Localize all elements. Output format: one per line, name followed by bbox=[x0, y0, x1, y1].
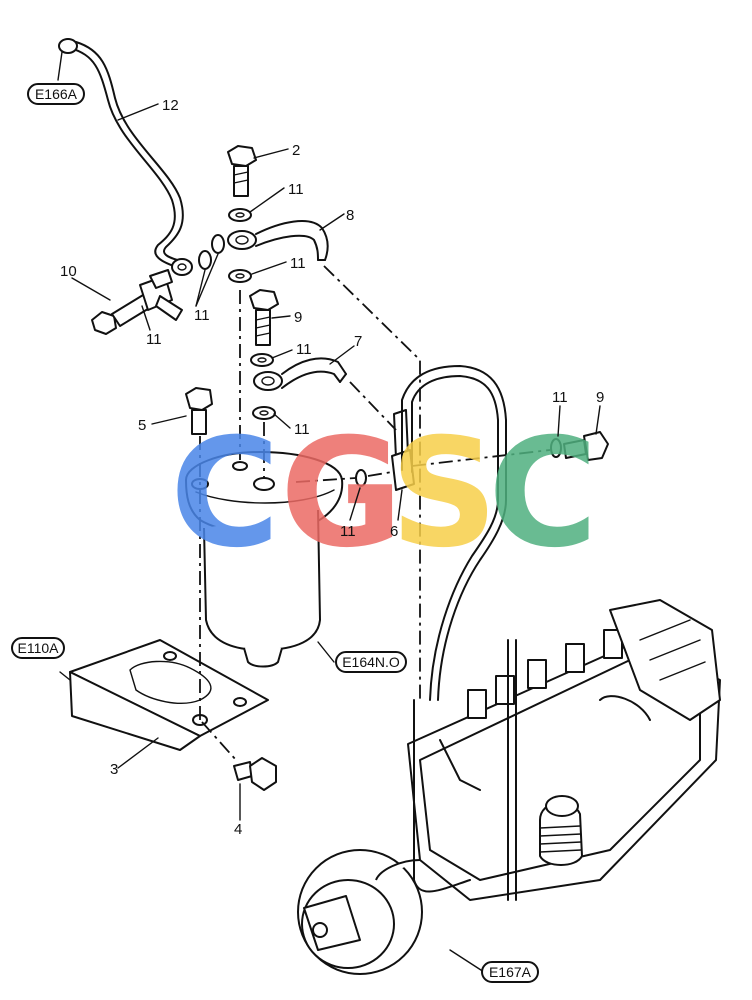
callout-11-c: 11 bbox=[146, 331, 162, 348]
callout-11-h: 11 bbox=[340, 523, 356, 540]
cgsc-watermark: C G S C bbox=[170, 407, 598, 581]
bolt-4 bbox=[233, 757, 277, 791]
watermark-letter-s: S bbox=[390, 407, 498, 581]
callout-6: 6 bbox=[390, 523, 398, 540]
washer-11-b bbox=[228, 269, 252, 283]
bracket-3 bbox=[69, 639, 269, 751]
washer-11-c bbox=[211, 234, 225, 254]
bolt-9-right bbox=[550, 431, 609, 461]
callout-11-d: 11 bbox=[194, 307, 210, 324]
ref-e164no[interactable]: E164N.O bbox=[335, 651, 407, 673]
callout-11-f: 11 bbox=[294, 421, 310, 438]
ref-e166a[interactable]: E166A bbox=[27, 83, 85, 105]
delivery-valves bbox=[467, 629, 623, 719]
callout-10: 10 bbox=[60, 263, 77, 280]
bolt-9-center bbox=[249, 289, 279, 346]
part-callouts: 12 2 11 8 11 10 11 11 9 11 7 5 11 11 9 1… bbox=[60, 97, 604, 838]
callout-11-e: 11 bbox=[296, 341, 312, 358]
callout-11-b: 11 bbox=[290, 255, 306, 272]
hose-8 bbox=[227, 220, 329, 261]
ref-e167a[interactable]: E167A bbox=[481, 961, 539, 983]
assembly-centerlines bbox=[199, 265, 551, 761]
callout-2: 2 bbox=[292, 142, 300, 159]
watermark-letter-c2: C bbox=[488, 407, 598, 581]
callout-4: 4 bbox=[234, 821, 242, 838]
svg-text:E110A: E110A bbox=[18, 640, 60, 656]
watermark-letter-c1: C bbox=[170, 407, 280, 581]
washer-11-e bbox=[250, 353, 274, 367]
callout-5: 5 bbox=[138, 417, 146, 434]
injection-pump-e167a bbox=[297, 599, 721, 975]
callout-12: 12 bbox=[162, 97, 179, 114]
callout-8: 8 bbox=[346, 207, 354, 224]
watermark-letter-g: G bbox=[280, 407, 403, 581]
callout-3: 3 bbox=[110, 761, 118, 778]
svg-text:E164N.O: E164N.O bbox=[342, 654, 400, 670]
fuel-pipe-12 bbox=[58, 38, 193, 276]
washer-11-f bbox=[252, 406, 276, 420]
callout-11-a: 11 bbox=[288, 181, 304, 198]
fuel-filter-e164 bbox=[185, 451, 344, 668]
callout-9-a: 9 bbox=[294, 309, 302, 326]
svg-text:E166A: E166A bbox=[35, 86, 78, 102]
callout-9-b: 9 bbox=[596, 389, 604, 406]
bolt-5 bbox=[185, 387, 213, 435]
leader-lines bbox=[57, 51, 601, 973]
washer-11-a bbox=[228, 208, 252, 222]
washer-11-d bbox=[198, 250, 212, 270]
svg-text:E167A: E167A bbox=[489, 964, 532, 980]
callout-11-g: 11 bbox=[552, 389, 568, 406]
reference-tags: E166A E110A E164N.O E167A bbox=[11, 83, 539, 983]
pipe-7 bbox=[253, 357, 347, 391]
return-hose bbox=[401, 365, 507, 701]
callout-7: 7 bbox=[354, 333, 362, 350]
ref-e110a[interactable]: E110A bbox=[11, 637, 65, 659]
banjo-bolt-2 bbox=[227, 145, 257, 197]
eye-bolt-10 bbox=[91, 269, 183, 335]
